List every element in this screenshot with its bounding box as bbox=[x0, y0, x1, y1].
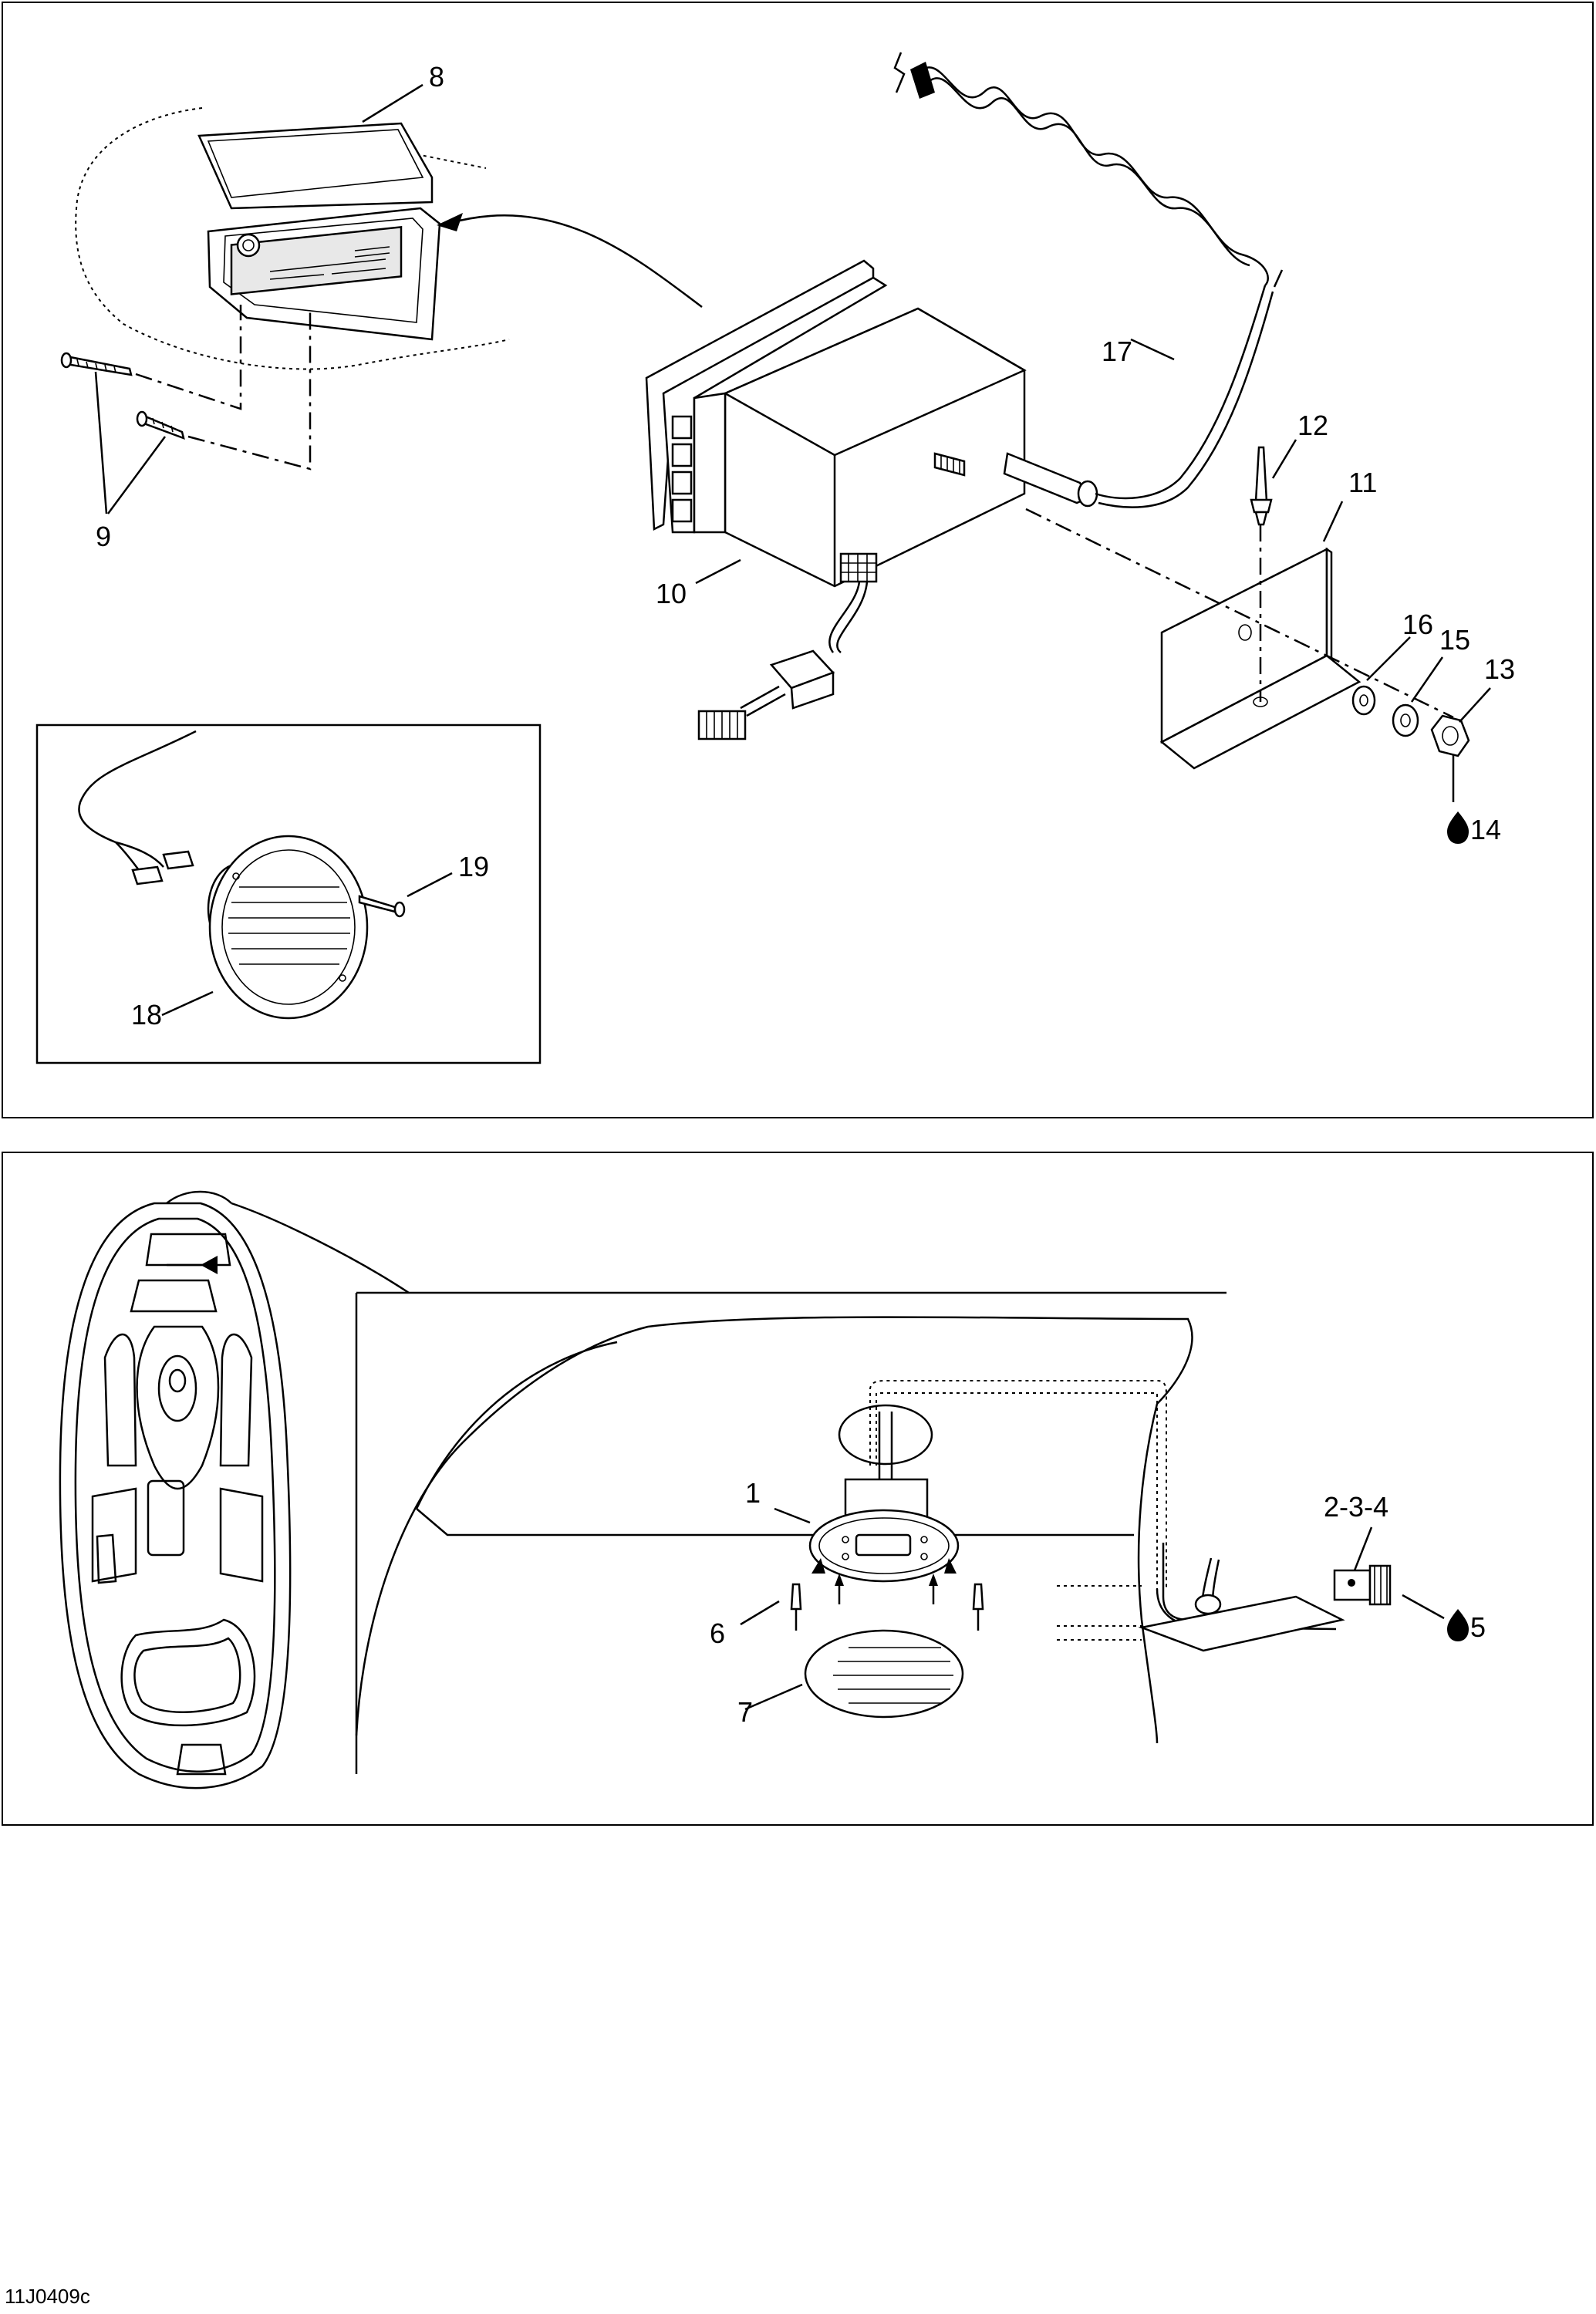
callout-5: 5 bbox=[1470, 1611, 1486, 1643]
callout-19: 19 bbox=[458, 851, 489, 882]
callout-9: 9 bbox=[96, 521, 111, 552]
top-exploded-view-panel bbox=[2, 2, 1594, 1118]
zoomed-console-view bbox=[355, 1291, 1392, 1774]
leader-lines-bottom bbox=[740, 1507, 1445, 1711]
callout-16: 16 bbox=[1402, 609, 1433, 640]
callout-6: 6 bbox=[710, 1617, 725, 1649]
callout-11: 11 bbox=[1348, 467, 1377, 498]
leader-lines-top bbox=[161, 83, 1491, 1017]
bottom-installation-view-panel bbox=[2, 1152, 1594, 1826]
callout-14: 14 bbox=[1470, 814, 1501, 845]
bracket bbox=[1025, 508, 1454, 770]
stereo-cover bbox=[197, 122, 441, 341]
callout-12: 12 bbox=[1297, 410, 1328, 441]
callout-13: 13 bbox=[1484, 653, 1515, 685]
callout-18: 18 bbox=[131, 999, 162, 1031]
nut-13 bbox=[1430, 714, 1470, 802]
assembly-arrow bbox=[437, 213, 703, 308]
washer-15 bbox=[1392, 703, 1419, 737]
callout-10: 10 bbox=[656, 578, 687, 609]
screws bbox=[60, 305, 312, 514]
callout-17: 17 bbox=[1102, 336, 1132, 367]
antenna-cable bbox=[893, 52, 1284, 508]
speaker bbox=[78, 730, 406, 1020]
speaker-inset bbox=[35, 724, 542, 1064]
dashboard-outline bbox=[75, 107, 510, 370]
callout-2-3-4: 2-3-4 bbox=[1324, 1491, 1388, 1523]
callout-1: 1 bbox=[745, 1477, 761, 1509]
washer-16 bbox=[1351, 685, 1376, 716]
watercraft-top-view bbox=[59, 1190, 410, 1789]
adhesive-drop-icon bbox=[1447, 811, 1469, 844]
adhesive-drop-icon-5 bbox=[1447, 1609, 1469, 1641]
image-reference-code: 11J0409c bbox=[5, 2285, 90, 2308]
callout-8: 8 bbox=[429, 61, 444, 93]
callout-15: 15 bbox=[1439, 624, 1470, 656]
stereo-unit bbox=[645, 259, 1098, 740]
callout-7: 7 bbox=[737, 1696, 753, 1728]
rivet bbox=[1250, 446, 1273, 526]
